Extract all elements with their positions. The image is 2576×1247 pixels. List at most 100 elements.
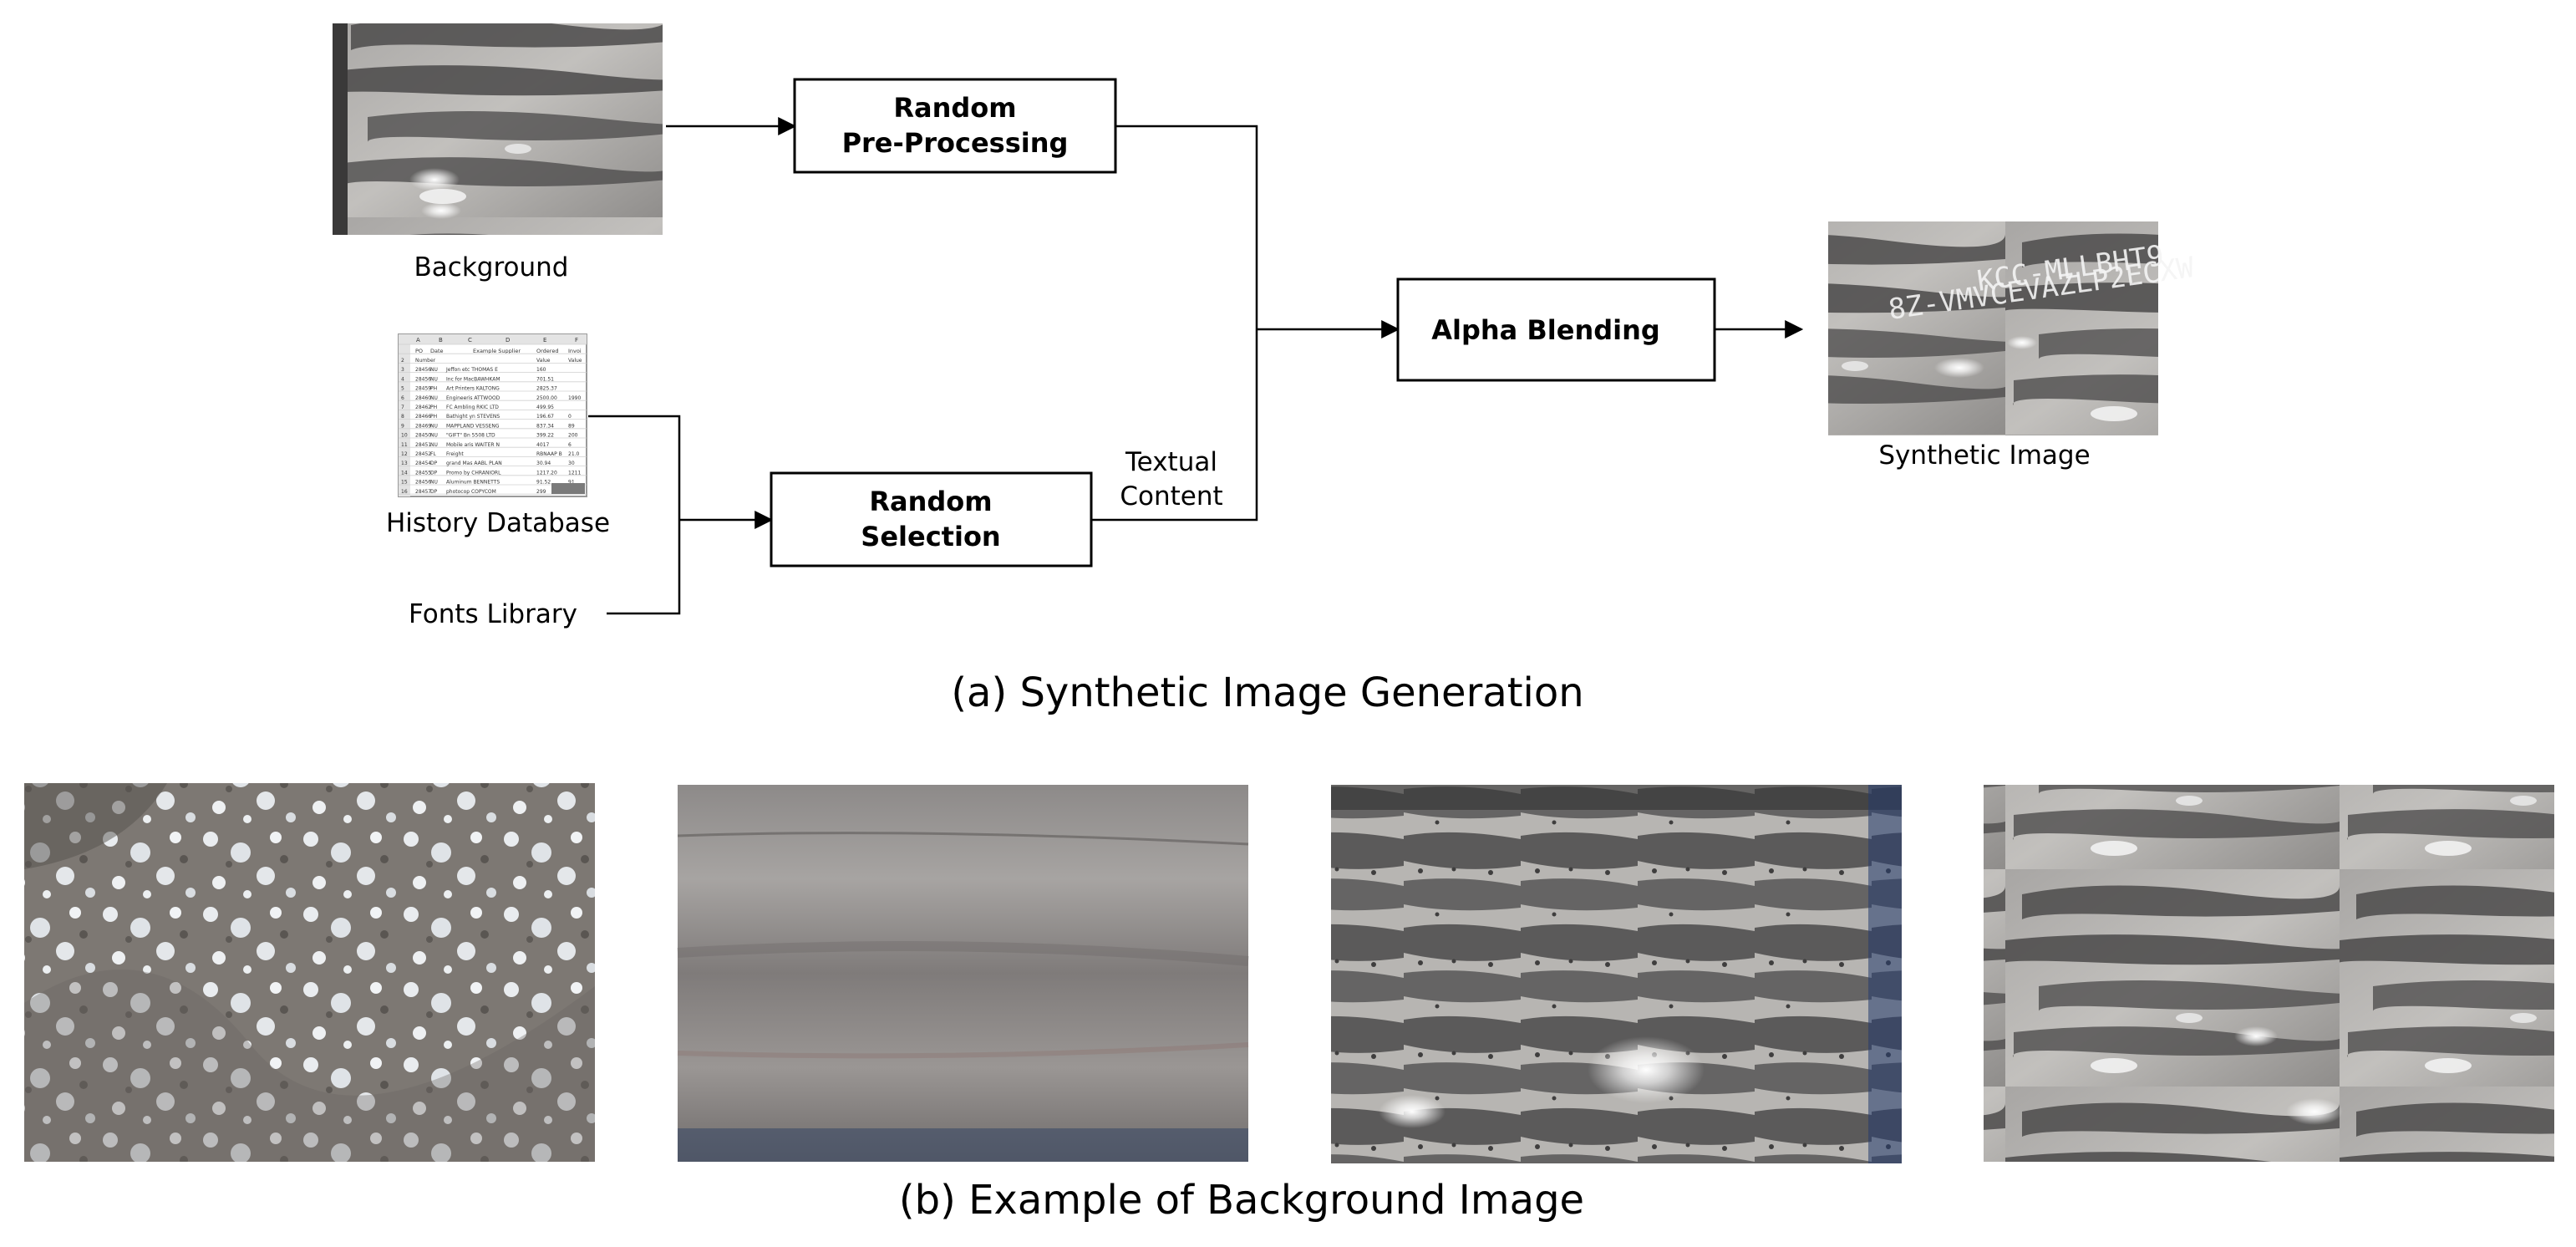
example-image-streaks: [1984, 785, 2554, 1162]
spreadsheet-cell: FL: [430, 451, 436, 457]
spreadsheet-cell: 28456: [415, 376, 431, 382]
spreadsheet-cell: 28460: [415, 395, 431, 401]
spreadsheet-cell: 7: [401, 405, 404, 410]
spreadsheet-cell: 28455: [415, 470, 431, 476]
selection-title-line2: Selection: [861, 521, 1000, 552]
synthetic-image-thumbnail: KCC-MLLBHT9 8Z-VMVCEVAZLP2ECXW: [1828, 221, 2197, 435]
spreadsheet-cell: Inc for MacBAWHKAM: [446, 376, 500, 382]
background-label: Background: [414, 252, 569, 282]
spreadsheet-cell: 91.52: [536, 480, 551, 486]
textual-content-label-line1: Textual: [1125, 447, 1217, 477]
spreadsheet-cell: 28450: [415, 433, 431, 439]
alpha-blending-title: Alpha Blending: [1431, 314, 1660, 346]
spreadsheet-cell: 30.94: [536, 461, 551, 466]
spreadsheet-cell: 1217.20: [536, 470, 557, 476]
spreadsheet-cell: C: [468, 337, 472, 344]
spreadsheet-cell: PO: [415, 348, 423, 354]
alpha-blending-box: Alpha Blending: [1398, 279, 1715, 380]
preprocessing-title-line1: Random: [893, 92, 1016, 124]
spreadsheet-cell: F: [575, 337, 578, 344]
spreadsheet-cell: 28452: [415, 451, 431, 457]
background-examples: [24, 783, 2554, 1163]
spreadsheet-cell: 28456: [415, 480, 431, 486]
spreadsheet-cell: photocop COPYCOM: [446, 489, 496, 495]
spreadsheet-cell: 28462: [415, 405, 431, 410]
spreadsheet-cell: 28451: [415, 442, 431, 448]
textual-content-label-line2: Content: [1120, 481, 1222, 512]
spreadsheet-cell: 15: [401, 480, 408, 486]
history-database-label: History Database: [386, 508, 610, 538]
spreadsheet-cell: NU: [430, 442, 438, 448]
spreadsheet-cell: 28456: [415, 367, 431, 373]
spreadsheet-cell: NU: [430, 423, 438, 429]
spreadsheet-cell: Bathight yn STEVENS: [446, 414, 500, 420]
spreadsheet-cell: NU: [430, 395, 438, 401]
spreadsheet-cell: PH: [430, 405, 437, 410]
spreadsheet-cell: 2500.00: [536, 395, 557, 401]
spreadsheet-cell: DP: [430, 489, 438, 495]
spreadsheet-cell: E: [543, 337, 546, 344]
caption-b: (b) Example of Background Image: [899, 1177, 1584, 1224]
spreadsheet-cell: 499.95: [536, 405, 554, 410]
spreadsheet-cell: 0: [568, 414, 572, 420]
synthetic-image-output: KCC-MLLBHT9 8Z-VMVCEVAZLP2ECXW Synthetic…: [1828, 221, 2197, 471]
spreadsheet-cell: Jeffon etc THOMAS E: [445, 367, 498, 373]
spreadsheet-cell: 6: [401, 395, 404, 401]
spreadsheet-cell: MAPPLAND VESSENG: [446, 423, 500, 429]
spreadsheet-cell: 16: [401, 489, 408, 495]
spreadsheet-cell: 299: [536, 489, 546, 495]
spreadsheet-cell: 4017: [536, 442, 549, 448]
spreadsheet-cell: 196.67: [536, 414, 554, 420]
spreadsheet-cell: "GIFT" Bn 5508 LTD: [446, 433, 495, 439]
spreadsheet-cell: 10: [401, 433, 408, 439]
spreadsheet-cell: 3: [401, 367, 404, 373]
spreadsheet-cell: Date: [430, 348, 444, 354]
spreadsheet-cell: 701.51: [536, 376, 554, 382]
spreadsheet-cell: 200: [568, 433, 578, 439]
spreadsheet-cell: Invoi: [568, 348, 582, 354]
spreadsheet-cell: 4: [401, 376, 404, 382]
spreadsheet-cell: Promo by CHRANIORL: [446, 470, 501, 476]
spreadsheet-cell: A: [416, 337, 420, 344]
spreadsheet-cell: FC Ambling RKIC LTD: [446, 405, 499, 410]
spreadsheet-cell: RBNAAP B: [536, 451, 562, 457]
spreadsheet-cell: Aluminum BENNETTS: [446, 480, 500, 486]
spreadsheet-cell: Art Printers KALTONG: [446, 386, 500, 392]
spreadsheet-cell: 13: [401, 461, 408, 466]
spreadsheet-cell: 1990: [568, 395, 581, 401]
spreadsheet-cell: DP: [430, 470, 438, 476]
spreadsheet-cell: D: [506, 337, 510, 344]
example-image-smooth: [678, 785, 1248, 1162]
spreadsheet-cell: Engineeris ATTWOOD: [446, 395, 500, 401]
spreadsheet-cell: 14: [401, 470, 408, 476]
spreadsheet-cell: 12: [401, 451, 408, 457]
spreadsheet-cell: 21.0: [568, 451, 580, 457]
spreadsheet-cell: Freight: [446, 451, 464, 457]
spreadsheet-cell: B: [439, 337, 443, 344]
random-preprocessing-box: Random Pre-Processing: [795, 79, 1115, 172]
spreadsheet-cell: 8: [401, 414, 404, 420]
spreadsheet-cell: 28459: [415, 386, 431, 392]
spreadsheet-cell: Value: [536, 358, 551, 364]
spreadsheet-cell: PH: [430, 414, 437, 420]
spreadsheet-cell: 28457: [415, 489, 431, 495]
spreadsheet-cell: 837.34: [536, 423, 554, 429]
spreadsheet-cell: 5: [401, 386, 404, 392]
spreadsheet-cell: NU: [430, 367, 438, 373]
spreadsheet-cell: 9: [401, 423, 404, 429]
spreadsheet-cell: 160: [536, 367, 546, 373]
spreadsheet-cell: 2825.37: [536, 386, 557, 392]
spreadsheet-cell: Value: [568, 358, 582, 364]
spreadsheet-cell: 2: [401, 358, 404, 364]
spreadsheet-cell: NU: [430, 433, 438, 439]
spreadsheet-cell: DP: [430, 461, 438, 466]
example-image-speckled: [1331, 785, 1902, 1163]
spreadsheet-cell: 30: [568, 461, 575, 466]
background-input: Background: [333, 23, 663, 282]
example-image-snow: [24, 783, 595, 1162]
spreadsheet-cell: NU: [430, 376, 438, 382]
spreadsheet-cell: Mobile aris WAITER N: [446, 442, 500, 448]
spreadsheet-cell: NU: [430, 480, 438, 486]
